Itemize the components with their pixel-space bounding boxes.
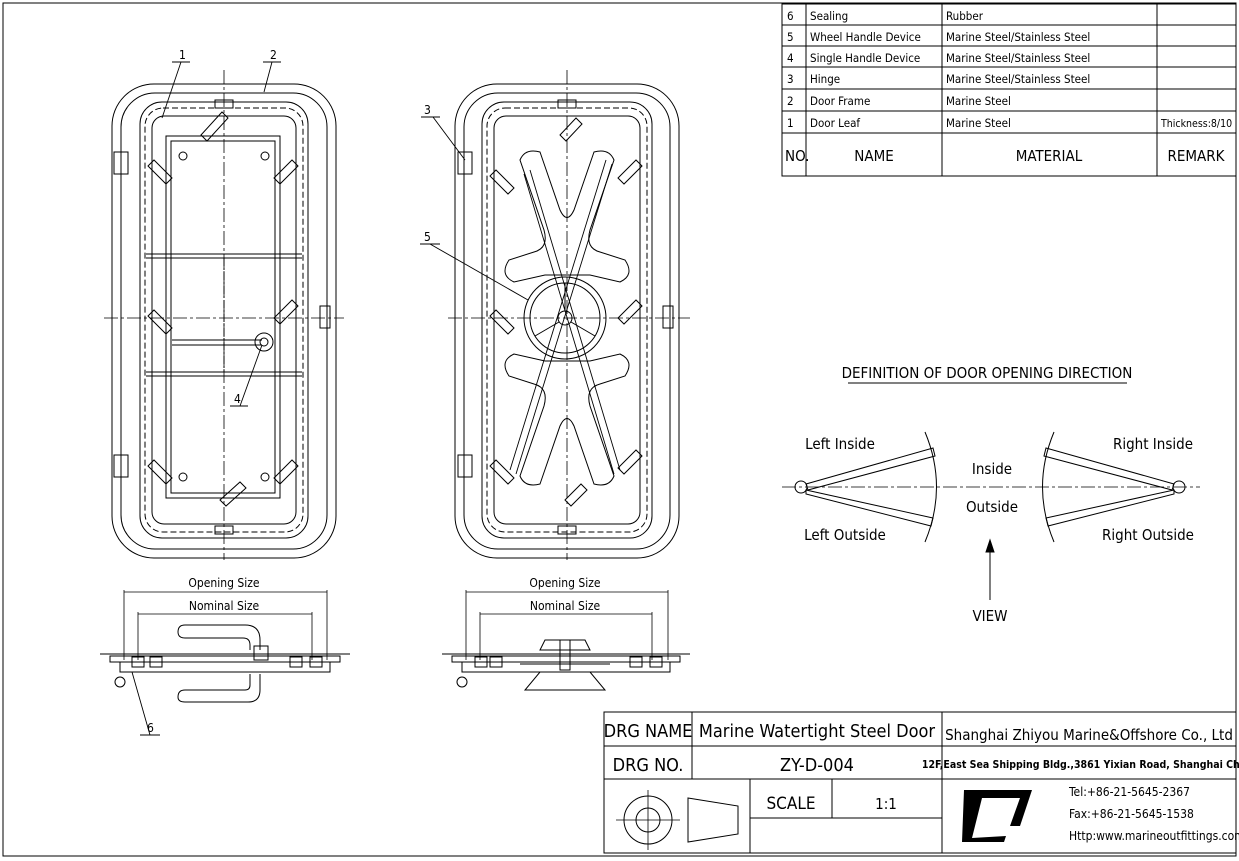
row-5-no: 5 bbox=[787, 30, 794, 44]
company-name: Shanghai Zhiyou Marine&Offshore Co., Ltd bbox=[945, 726, 1233, 744]
header-material: MATERIAL bbox=[1016, 147, 1083, 165]
company-tel: Tel:+86-21-5645-2367 bbox=[1068, 785, 1190, 799]
callout-1: 1 bbox=[179, 48, 186, 62]
scale-value: 1:1 bbox=[875, 795, 897, 813]
door-view-left bbox=[104, 70, 344, 560]
header-name: NAME bbox=[854, 147, 894, 165]
callout-leaders bbox=[131, 61, 529, 736]
row-1-no: 1 bbox=[787, 116, 794, 130]
company-web: Http:www.marineoutfittings.com bbox=[1069, 829, 1239, 843]
title-block-text: DRG NAME Marine Watertight Steel Door DR… bbox=[604, 721, 1239, 843]
opening-size-left: Opening Size bbox=[188, 576, 259, 590]
opening-direction-labels: DEFINITION OF DOOR OPENING DIRECTION Lef… bbox=[804, 364, 1194, 625]
opening-direction-title: DEFINITION OF DOOR OPENING DIRECTION bbox=[842, 364, 1133, 382]
row-5-material: Marine Steel/Stainless Steel bbox=[946, 30, 1090, 44]
right-inside-label: Right Inside bbox=[1113, 435, 1193, 453]
drg-name-label: DRG NAME bbox=[604, 721, 693, 742]
company-address: 12F,East Sea Shipping Bldg.,3861 Yixian … bbox=[922, 759, 1239, 771]
row-4-material: Marine Steel/Stainless Steel bbox=[946, 51, 1090, 65]
parts-table bbox=[781, 3, 1237, 177]
dimension-labels: Opening Size Nominal Size Opening Size N… bbox=[188, 576, 600, 613]
row-1-material: Marine Steel bbox=[946, 116, 1011, 130]
title-block bbox=[603, 711, 1237, 854]
door-view-right bbox=[448, 70, 690, 560]
drg-name: Marine Watertight Steel Door bbox=[699, 721, 936, 742]
view-label: VIEW bbox=[972, 607, 1007, 625]
left-inside-label: Left Inside bbox=[805, 435, 875, 453]
callout-4: 4 bbox=[234, 392, 241, 406]
inside-label: Inside bbox=[972, 460, 1012, 478]
section-view-right bbox=[442, 590, 690, 691]
opening-size-right: Opening Size bbox=[529, 576, 600, 590]
callout-6: 6 bbox=[147, 721, 154, 735]
nominal-size-right: Nominal Size bbox=[530, 599, 601, 613]
right-outside-label: Right Outside bbox=[1102, 526, 1194, 544]
row-4-name: Single Handle Device bbox=[810, 51, 920, 65]
outside-label: Outside bbox=[966, 498, 1018, 516]
row-4-no: 4 bbox=[787, 51, 794, 65]
parts-table-text: 6 Sealing Rubber 5 Wheel Handle Device M… bbox=[785, 9, 1232, 165]
row-3-no: 3 bbox=[787, 72, 794, 86]
row-6-no: 6 bbox=[787, 9, 794, 23]
row-2-no: 2 bbox=[787, 94, 794, 108]
header-remark: REMARK bbox=[1168, 147, 1226, 165]
section-view-left bbox=[100, 590, 350, 703]
header-no: NO. bbox=[785, 147, 809, 165]
row-5-name: Wheel Handle Device bbox=[810, 30, 921, 44]
nominal-size-left: Nominal Size bbox=[189, 599, 260, 613]
drg-no-label: DRG NO. bbox=[613, 755, 684, 776]
company-logo bbox=[962, 790, 1032, 842]
scale-label: SCALE bbox=[766, 794, 815, 814]
left-outside-label: Left Outside bbox=[804, 526, 886, 544]
row-2-material: Marine Steel bbox=[946, 94, 1011, 108]
opening-direction-diagram bbox=[782, 382, 1200, 600]
row-2-name: Door Frame bbox=[810, 94, 870, 108]
callout-labels: 1 2 3 5 4 6 bbox=[147, 48, 431, 735]
row-3-name: Hinge bbox=[810, 72, 840, 86]
row-3-material: Marine Steel/Stainless Steel bbox=[946, 72, 1090, 86]
callout-3: 3 bbox=[424, 103, 431, 117]
row-6-name: Sealing bbox=[810, 9, 848, 23]
callout-2: 2 bbox=[270, 48, 277, 62]
company-fax: Fax:+86-21-5645-1538 bbox=[1069, 807, 1194, 821]
row-6-material: Rubber bbox=[946, 9, 984, 23]
drg-no: ZY-D-004 bbox=[780, 755, 854, 776]
row-1-remark: Thickness:8/10 bbox=[1160, 118, 1232, 130]
callout-5: 5 bbox=[424, 230, 431, 244]
row-1-name: Door Leaf bbox=[810, 116, 860, 130]
